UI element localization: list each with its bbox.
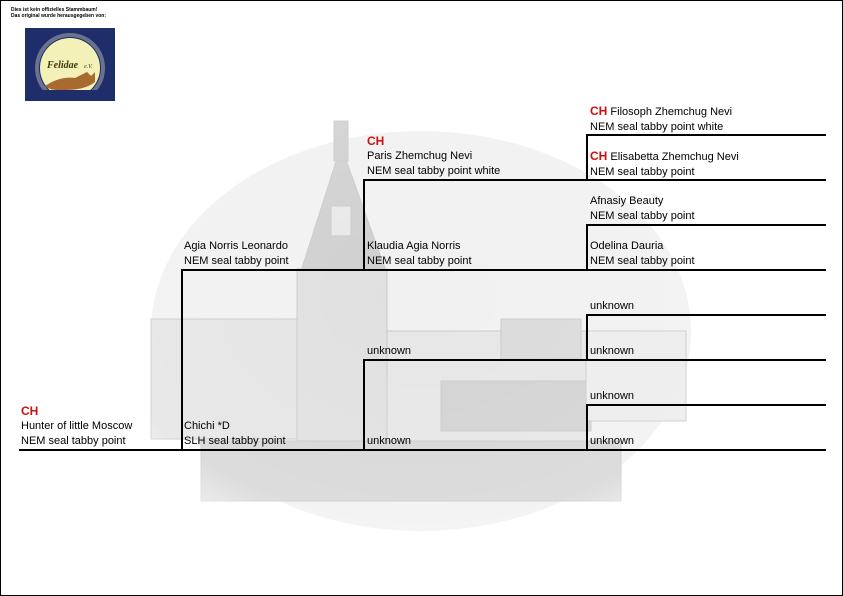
sire-dam-line [363, 269, 587, 271]
dam-sire-line [363, 359, 587, 361]
logo-suffix: e.V. [84, 64, 93, 70]
sd-sire-entry: Afnasiy Beauty NEM seal tabby point [590, 194, 695, 224]
cat-name: unknown [590, 390, 635, 402]
subject-entry: CH Hunter of little Moscow NEM seal tabb… [21, 404, 132, 449]
disclaimer-line-1: Dies ist kein offizielles Stammbaum! [11, 7, 98, 13]
dam-dam-line [363, 449, 587, 451]
cat-name: Paris Zhemchug Nevi [367, 150, 473, 162]
cat-name: Klaudia Agia Norris [367, 240, 461, 252]
ss-sire-line [586, 134, 826, 136]
cat-name: Hunter of little Moscow [21, 420, 133, 432]
cat-name: Agia Norris Leonardo [184, 240, 288, 252]
cat-breed: NEM seal tabby point [590, 255, 695, 267]
dd-connector [586, 404, 588, 451]
felidae-logo: Felidae e.V. [25, 28, 115, 101]
dd-dam-line [586, 449, 826, 451]
ss-dam-entry: CH Elisabetta Zhemchug Nevi NEM seal tab… [590, 149, 739, 180]
cat-breed: NEM seal tabby point [21, 435, 126, 447]
ds-dam-entry: unknown [590, 344, 634, 359]
cat-breed: SLH seal tabby point [184, 435, 286, 447]
cat-name: Afnasiy Beauty [590, 195, 664, 207]
ds-sire-line [586, 314, 826, 316]
felidae-logo-image: Felidae e.V. [25, 33, 115, 101]
sd-connector [586, 224, 588, 271]
ds-dam-line [586, 359, 826, 361]
cat-breed: NEM seal tabby point [590, 166, 695, 178]
dam-entry: Chichi *D SLH seal tabby point [184, 419, 286, 449]
champion-title: CH [590, 104, 608, 118]
subject-connector [181, 269, 183, 451]
ss-connector [586, 134, 588, 181]
disclaimer-line-2: Das original wurde herausgegeben von: [11, 13, 107, 19]
ss-sire-entry: CH Filosoph Zhemchug Nevi NEM seal tabby… [590, 104, 732, 135]
ds-connector [586, 314, 588, 361]
ss-dam-line [586, 179, 826, 181]
dd-sire-entry: unknown [590, 389, 634, 404]
cat-name: unknown [590, 435, 635, 447]
cat-name: Chichi *D [184, 420, 230, 432]
sire-sire-line [363, 179, 587, 181]
dd-dam-entry: unknown [590, 434, 634, 449]
champion-title: CH [21, 404, 39, 418]
sd-dam-line [586, 269, 826, 271]
sire-sire-entry: CH Paris Zhemchug Nevi NEM seal tabby po… [367, 134, 500, 179]
cat-breed: NEM seal tabby point white [590, 121, 724, 133]
dam-sire-entry: unknown [367, 344, 411, 359]
sire-line [181, 269, 364, 271]
dam-line [181, 449, 364, 451]
dam-connector [363, 359, 365, 451]
sd-sire-line [586, 224, 826, 226]
cat-breed: NEM seal tabby point [184, 255, 289, 267]
cat-breed: NEM seal tabby point [590, 210, 695, 222]
dd-sire-line [586, 404, 826, 406]
cat-name: unknown [367, 435, 412, 447]
sire-dam-entry: Klaudia Agia Norris NEM seal tabby point [367, 239, 472, 269]
cat-name: unknown [590, 300, 635, 312]
champion-title: CH [590, 149, 608, 163]
champion-title: CH [367, 134, 385, 148]
sire-entry: Agia Norris Leonardo NEM seal tabby poin… [184, 239, 289, 269]
ds-sire-entry: unknown [590, 299, 634, 314]
cat-breed: NEM seal tabby point [367, 255, 472, 267]
subject-line [19, 449, 181, 451]
cat-name: unknown [590, 345, 635, 357]
logo-text: Felidae [46, 60, 79, 71]
cat-breed: NEM seal tabby point white [367, 165, 501, 177]
sire-connector [363, 179, 365, 271]
cat-name: Filosoph Zhemchug Nevi [610, 106, 733, 118]
sd-dam-entry: Odelina Dauria NEM seal tabby point [590, 239, 695, 269]
cat-name: unknown [367, 345, 412, 357]
dam-dam-entry: unknown [367, 434, 411, 449]
cat-name: Odelina Dauria [590, 240, 664, 252]
cat-name: Elisabetta Zhemchug Nevi [610, 151, 739, 163]
